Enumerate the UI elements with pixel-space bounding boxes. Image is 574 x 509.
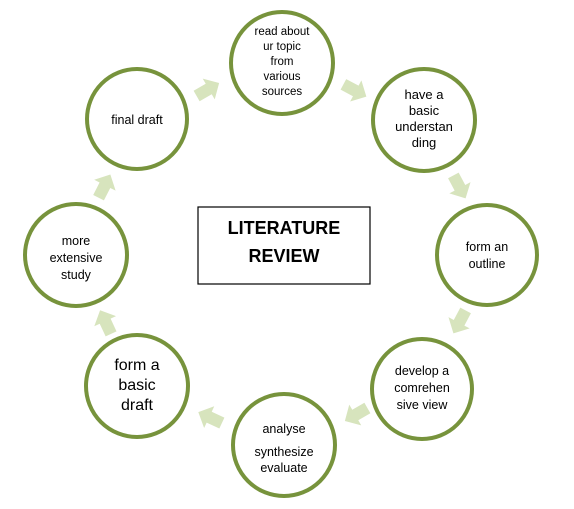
node-label-line: various <box>263 71 300 83</box>
center-title-line-2: REVIEW <box>248 246 319 266</box>
node-form-outline: form an outline <box>435 203 539 307</box>
arrow-final-to-read <box>193 78 220 102</box>
arrow-draft-to-study <box>94 310 117 337</box>
node-label-line: analyse <box>262 422 305 436</box>
node-final-draft: final draft <box>85 67 189 171</box>
node-basic-understanding: have a basic understan ding <box>371 67 477 173</box>
center-box-frame <box>197 206 371 285</box>
node-label-line: sive view <box>397 398 449 412</box>
node-circle <box>435 203 539 307</box>
node-label-line: from <box>271 56 294 68</box>
node-analyse-synthesize-evaluate: analyse synthesize evaluate <box>231 392 337 498</box>
arrow-analyse-to-draft <box>198 406 225 429</box>
node-label-line: more <box>62 234 91 248</box>
node-label-line: extensive <box>50 251 103 265</box>
node-label-line: final draft <box>111 113 163 127</box>
node-comprehensive-view: develop a comrehen sive view <box>370 337 474 441</box>
node-label-line: form an <box>466 240 508 254</box>
arrow-understand-to-outline <box>448 172 471 199</box>
cycle-arrows <box>93 78 471 429</box>
node-circle <box>23 202 129 308</box>
node-label-line: draft <box>121 397 154 414</box>
node-label-line: basic <box>409 103 440 118</box>
node-circle <box>231 392 337 498</box>
arrow-comprehensive-to-analyse <box>344 402 371 426</box>
node-label-line: synthesize <box>254 445 313 459</box>
node-label-line: ur topic <box>263 41 301 53</box>
arrow-study-to-final <box>93 174 116 201</box>
node-label-line: understan <box>395 119 453 134</box>
node-label-line: develop a <box>395 364 449 378</box>
center-box: LITERATURE REVIEW <box>197 206 371 285</box>
node-label-line: form a <box>114 357 159 374</box>
node-label-line: ding <box>412 135 437 150</box>
node-label-line: basic <box>118 377 155 394</box>
node-label-line: read about <box>255 26 311 38</box>
node-label-line: outline <box>469 257 506 271</box>
node-label-line: study <box>61 268 92 282</box>
node-circle <box>370 337 474 441</box>
center-title-line-1: LITERATURE <box>228 218 341 238</box>
node-circle <box>84 333 190 439</box>
node-circle <box>371 67 477 173</box>
node-label-line: have a <box>404 87 444 102</box>
node-circle <box>85 67 189 171</box>
arrow-read-to-understand <box>340 79 367 102</box>
arrow-outline-to-comprehensive <box>448 307 471 334</box>
node-label-line: evaluate <box>260 461 307 475</box>
node-circle <box>229 10 335 116</box>
node-label-line: comrehen <box>394 381 450 395</box>
node-basic-draft: form a basic draft <box>84 333 190 439</box>
node-label-line: sources <box>262 86 303 98</box>
node-read-about-topic: read about ur topic from various sources <box>229 10 335 116</box>
node-extensive-study: more extensive study <box>23 202 129 308</box>
